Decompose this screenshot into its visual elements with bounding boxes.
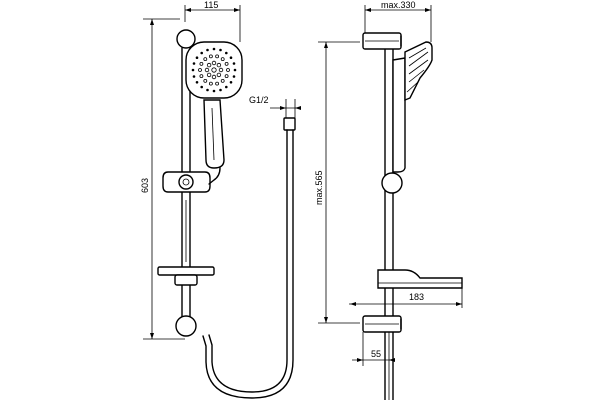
dimension-height: 603	[140, 18, 185, 340]
side-slider	[381, 172, 403, 194]
nozzle-dot	[198, 68, 202, 72]
nozzle-dot	[219, 48, 222, 52]
nozzle-dot	[218, 67, 224, 73]
nozzle-dot	[206, 48, 209, 52]
nozzle-dot	[206, 88, 209, 92]
nozzle-dot	[200, 85, 203, 89]
nozzle-dot	[229, 81, 233, 84]
nozzle-dot	[199, 62, 204, 66]
dimension-max-height: max.565	[314, 41, 360, 324]
nozzle-dot	[195, 81, 199, 84]
front-view: 115 603	[140, 0, 301, 399]
nozzle-dot	[233, 68, 237, 72]
nozzle-dot	[215, 81, 220, 86]
nozzle-dot	[226, 68, 230, 72]
dimension-max-depth-label: max.330	[381, 0, 416, 10]
nozzle-dot	[192, 62, 196, 65]
bottom-bracket	[175, 315, 197, 337]
dimension-width-label: 115	[204, 0, 218, 10]
nozzle-dot	[232, 75, 236, 78]
nozzle-dot	[229, 56, 233, 59]
hand-shower	[185, 41, 243, 169]
nozzle-dot	[225, 51, 228, 55]
dimension-max-depth: max.330	[364, 0, 432, 42]
dimension-dish-depth: 183	[349, 288, 463, 308]
nozzle-dot	[215, 54, 220, 59]
dimension-offset-label: 55	[371, 349, 381, 359]
nozzle-dot	[224, 74, 229, 78]
nozzle-dot	[199, 74, 204, 78]
nozzle-dot	[211, 60, 217, 66]
nozzle-dot	[225, 85, 228, 89]
nozzle-dot	[219, 88, 222, 92]
nozzle-dot	[206, 72, 212, 78]
nozzle-dot	[206, 62, 212, 68]
soap-dish	[157, 266, 215, 286]
nozzle-dot	[195, 56, 199, 59]
hose-connector: G1/2	[249, 95, 301, 131]
nozzle-dot	[232, 62, 236, 65]
nozzle-dot	[211, 74, 217, 80]
nozzle-dot	[220, 57, 225, 61]
nozzle-dot	[200, 51, 203, 55]
nozzle-dot	[208, 54, 213, 59]
side-hand-shower	[392, 41, 433, 173]
nozzle-dot	[212, 47, 216, 51]
nozzle-dot	[192, 75, 196, 78]
side-bottom-bracket	[362, 315, 402, 333]
dimension-max-height-label: max.565	[314, 170, 324, 205]
side-view: max.330 max.565	[314, 0, 463, 400]
slider-holder	[162, 171, 211, 193]
shower-hose	[202, 129, 294, 399]
thread-size-label: G1/2	[249, 95, 269, 105]
nozzle-pattern	[191, 47, 237, 93]
nozzle-dot	[204, 67, 210, 73]
side-soap-dish	[377, 269, 463, 289]
top-bracket	[176, 29, 196, 49]
nozzle-dot	[216, 62, 222, 68]
dimension-width: 115	[184, 0, 241, 42]
nozzle-dot	[208, 81, 213, 86]
nozzle-dot	[216, 72, 222, 78]
dimension-height-label: 603	[140, 178, 150, 193]
nozzle-dot	[212, 89, 216, 93]
nozzle-dot	[191, 68, 195, 72]
nozzle-dot	[203, 79, 208, 83]
side-top-bracket	[362, 32, 402, 50]
nozzle-dot	[211, 67, 217, 73]
dimension-offset: 55	[352, 332, 395, 366]
dimension-dish-depth-label: 183	[409, 292, 424, 302]
nozzle-dot	[220, 79, 225, 83]
nozzle-dot	[203, 57, 208, 61]
nozzle-dot	[224, 62, 229, 66]
